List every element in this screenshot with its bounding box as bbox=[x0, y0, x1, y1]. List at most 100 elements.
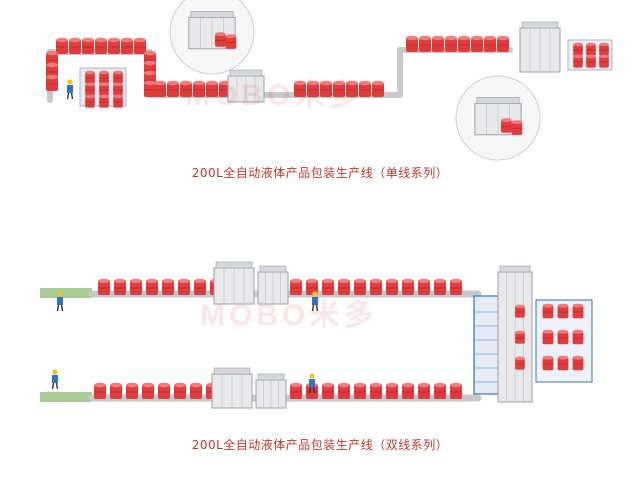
drum bbox=[450, 278, 462, 295]
drum bbox=[515, 356, 525, 370]
palletizing-station bbox=[473, 265, 593, 403]
caption-double-line: 200L全自动液体产品包装生产线（双线系列） bbox=[191, 438, 449, 452]
drum bbox=[338, 278, 350, 295]
drum bbox=[497, 35, 509, 52]
drum bbox=[322, 382, 334, 399]
drum bbox=[434, 382, 446, 399]
double-line-diagram bbox=[40, 261, 593, 409]
drum bbox=[515, 304, 525, 318]
drum bbox=[108, 37, 120, 54]
drum bbox=[94, 382, 106, 399]
drum bbox=[294, 80, 306, 97]
drum bbox=[194, 278, 206, 295]
drum bbox=[225, 34, 237, 49]
drum bbox=[434, 278, 446, 295]
drum bbox=[114, 278, 126, 295]
drum bbox=[206, 80, 218, 97]
drum bbox=[346, 80, 358, 97]
drum bbox=[98, 278, 110, 295]
drum bbox=[174, 382, 186, 399]
drum bbox=[406, 35, 418, 52]
drum bbox=[46, 74, 58, 91]
filling-machine bbox=[213, 261, 255, 305]
drum bbox=[573, 54, 583, 68]
drum bbox=[154, 80, 166, 97]
drum bbox=[69, 37, 81, 54]
drum bbox=[99, 70, 109, 84]
drum bbox=[557, 355, 569, 371]
worker-figure bbox=[311, 291, 319, 312]
drum bbox=[178, 278, 190, 295]
drum bbox=[82, 37, 94, 54]
filling-machine bbox=[255, 373, 287, 409]
drum bbox=[450, 382, 462, 399]
drum bbox=[515, 330, 525, 344]
filling-machine bbox=[519, 21, 561, 73]
single-line-diagram bbox=[46, 0, 613, 161]
drum bbox=[370, 382, 382, 399]
drum bbox=[354, 382, 366, 399]
filling-machine bbox=[497, 265, 533, 403]
drum bbox=[542, 329, 554, 345]
drum bbox=[193, 80, 205, 97]
drum bbox=[573, 42, 583, 56]
drum bbox=[402, 382, 414, 399]
drum bbox=[557, 329, 569, 345]
worker-figure bbox=[56, 291, 64, 312]
output-pallet bbox=[567, 39, 613, 71]
drum bbox=[158, 382, 170, 399]
drum bbox=[372, 80, 384, 97]
drum bbox=[85, 82, 95, 96]
infeed-pallet-top bbox=[40, 288, 92, 298]
drum bbox=[144, 80, 156, 97]
drum bbox=[110, 382, 122, 399]
drum bbox=[599, 54, 609, 68]
drum bbox=[572, 329, 584, 345]
drum bbox=[190, 382, 202, 399]
drum-pallet bbox=[79, 67, 127, 108]
drum bbox=[418, 382, 430, 399]
worker-figure bbox=[308, 373, 316, 394]
drum bbox=[418, 278, 430, 295]
drum bbox=[386, 278, 398, 295]
watermark-top: MOBO米多 bbox=[185, 79, 363, 112]
drum bbox=[142, 382, 154, 399]
drum bbox=[484, 35, 496, 52]
drum bbox=[359, 80, 371, 97]
drum bbox=[180, 80, 192, 97]
drum bbox=[130, 278, 142, 295]
drum bbox=[167, 80, 179, 97]
drum bbox=[99, 82, 109, 96]
drum bbox=[511, 120, 523, 135]
drum bbox=[586, 42, 596, 56]
drum bbox=[320, 80, 332, 97]
drum bbox=[126, 382, 138, 399]
drum bbox=[333, 80, 345, 97]
drum bbox=[215, 32, 226, 47]
drum bbox=[542, 303, 554, 319]
drum bbox=[354, 278, 366, 295]
drum bbox=[458, 35, 470, 52]
drum bbox=[471, 35, 483, 52]
drum bbox=[146, 278, 158, 295]
drum bbox=[113, 70, 123, 84]
drum bbox=[322, 278, 334, 295]
drum bbox=[557, 303, 569, 319]
caption-single-line: 200L全自动液体产品包装生产线（单线系列） bbox=[191, 166, 449, 180]
drum bbox=[572, 355, 584, 371]
watermark-bottom: MOBO米多 bbox=[200, 299, 378, 332]
infeed-pallet-bottom bbox=[40, 392, 92, 402]
drum bbox=[85, 70, 95, 84]
drum bbox=[134, 37, 146, 54]
filling-machine bbox=[257, 265, 289, 305]
worker-figure bbox=[66, 79, 74, 100]
drum bbox=[338, 382, 350, 399]
drum bbox=[162, 278, 174, 295]
drum bbox=[386, 382, 398, 399]
filling-machine bbox=[211, 367, 253, 409]
filling-machine bbox=[227, 69, 265, 103]
drum bbox=[56, 37, 68, 54]
drum bbox=[121, 37, 133, 54]
drum bbox=[586, 54, 596, 68]
